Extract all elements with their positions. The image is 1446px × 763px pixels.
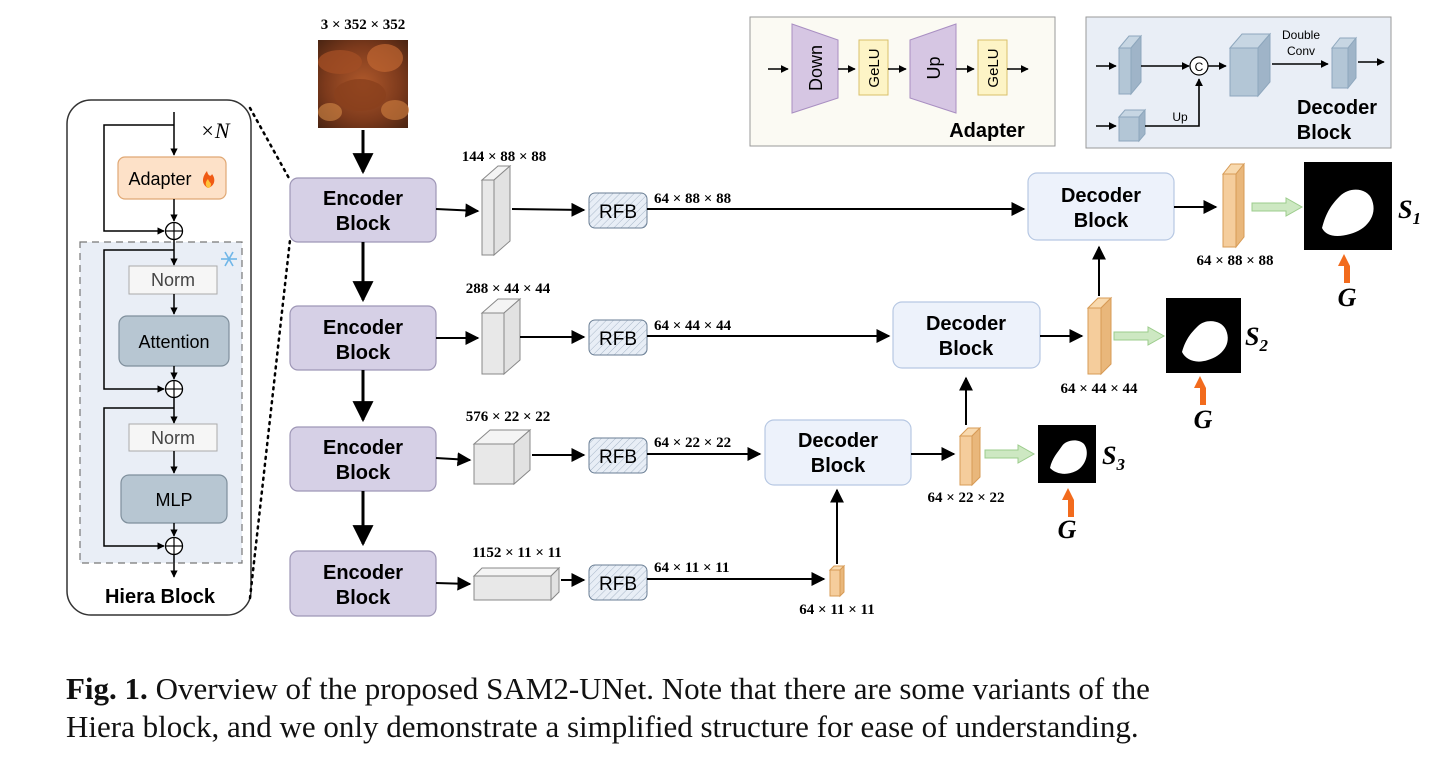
- gt-label-2: G: [1194, 405, 1213, 434]
- svg-text:Block: Block: [811, 455, 866, 477]
- bottom-feat-dims: 64 × 11 × 11: [799, 602, 874, 618]
- snowflake-icon: [221, 251, 237, 267]
- decoder-out-dims-3: 64 × 22 × 22: [927, 490, 1004, 506]
- decoder-block-1: Decoder Block: [1027, 172, 1175, 241]
- svg-text:Up: Up: [1172, 110, 1188, 124]
- bottom-feature: [828, 564, 846, 598]
- decoder-out-dims-2: 64 × 44 × 44: [1060, 381, 1138, 397]
- input-dims: 3 × 352 × 352: [321, 17, 406, 33]
- pred-label-2: S2: [1245, 322, 1268, 355]
- prediction-mask-2: [1166, 298, 1241, 373]
- flame-icon: [203, 171, 215, 188]
- mlp-label: MLP: [155, 490, 192, 510]
- caption-text-1: Overview of the proposed SAM2-UNet. Note…: [147, 671, 1150, 706]
- prediction-mask-3: [1038, 425, 1096, 483]
- decoder-output-1: [1221, 162, 1246, 249]
- gt-label-3: G: [1058, 515, 1077, 544]
- feature-map-2: [480, 297, 522, 376]
- rfb-out-3: 64 × 22 × 22: [654, 435, 731, 451]
- decoder-out-dims-1: 64 × 88 × 88: [1196, 253, 1273, 269]
- svg-text:Encoder: Encoder: [323, 437, 403, 459]
- decoder-block-3: Decoder Block: [764, 419, 912, 486]
- svg-text:Decoder: Decoder: [926, 313, 1006, 335]
- svg-text:Encoder: Encoder: [323, 317, 403, 339]
- svg-text:RFB: RFB: [599, 574, 637, 595]
- pred-label-1: S1: [1398, 195, 1421, 228]
- svg-text:Encoder: Encoder: [323, 562, 403, 584]
- hiera-block-panel: ×N Adapter Norm Attention Norm MLP: [66, 99, 252, 616]
- gt-label-1: G: [1338, 283, 1357, 312]
- svg-text:Block: Block: [1074, 210, 1129, 232]
- feat-dims-2: 288 × 44 × 44: [466, 281, 551, 297]
- encoder-block-3: Encoder Block: [289, 426, 437, 492]
- svg-text:Adapter: Adapter: [949, 120, 1025, 142]
- svg-text:Block: Block: [336, 342, 391, 364]
- svg-text:Block: Block: [336, 213, 391, 235]
- svg-text:Down: Down: [806, 45, 826, 91]
- gt-arrow-1: [1338, 254, 1350, 283]
- gt-arrow-2: [1194, 376, 1206, 405]
- adapter-legend: Down GeLU Up GeLU Adapter: [749, 16, 1056, 147]
- decoder-output-3: [958, 426, 982, 487]
- decoder-legend: C Double Conv Up Decoder Block: [1085, 16, 1392, 149]
- hiera-title: Hiera Block: [105, 586, 216, 608]
- attention-label: Attention: [138, 332, 209, 352]
- norm2-label: Norm: [151, 428, 195, 448]
- rfb-2: RFB: [588, 319, 648, 356]
- svg-text:Block: Block: [336, 462, 391, 484]
- rfb-3: RFB: [588, 437, 648, 474]
- pred-arrow-2: [1113, 326, 1166, 346]
- decoder-block-2: Decoder Block: [892, 301, 1041, 369]
- svg-text:Up: Up: [924, 56, 944, 79]
- caption-fig-label: Fig. 1.: [66, 671, 148, 706]
- svg-text:Decoder: Decoder: [1061, 185, 1141, 207]
- svg-text:Conv: Conv: [1287, 44, 1315, 58]
- rfb-4: RFB: [588, 564, 648, 601]
- rfb-out-1: 64 × 88 × 88: [654, 191, 731, 207]
- feature-map-3: [472, 428, 532, 486]
- svg-text:Decoder: Decoder: [798, 430, 878, 452]
- svg-text:RFB: RFB: [599, 202, 637, 223]
- rfb-out-4: 64 × 11 × 11: [654, 560, 729, 576]
- svg-text:GeLU: GeLU: [866, 48, 883, 87]
- svg-text:Decoder: Decoder: [1297, 97, 1377, 119]
- caption-line-1: Fig. 1. Overview of the proposed SAM2-UN…: [66, 670, 1436, 708]
- repeat-n: ×N: [200, 118, 231, 143]
- gt-arrow-3: [1062, 488, 1074, 517]
- pred-arrow-3: [984, 444, 1036, 464]
- svg-text:C: C: [1195, 60, 1204, 74]
- svg-text:Block: Block: [939, 338, 994, 360]
- decoder-output-2: [1086, 296, 1113, 376]
- rfb-out-2: 64 × 44 × 44: [654, 318, 732, 334]
- svg-text:RFB: RFB: [599, 329, 637, 350]
- prediction-mask-1: [1304, 162, 1392, 250]
- svg-text:RFB: RFB: [599, 447, 637, 468]
- feature-map-1: [480, 164, 512, 257]
- svg-text:Encoder: Encoder: [323, 188, 403, 210]
- svg-text:Double: Double: [1282, 28, 1320, 42]
- svg-text:GeLU: GeLU: [985, 48, 1002, 87]
- pred-arrow-1: [1251, 197, 1304, 217]
- feat-dims-4: 1152 × 11 × 11: [472, 545, 562, 561]
- svg-text:Block: Block: [336, 587, 391, 609]
- feat-dims-3: 576 × 22 × 22: [466, 409, 551, 425]
- feature-map-4: [472, 566, 561, 602]
- norm1-label: Norm: [151, 270, 195, 290]
- figure-caption: Fig. 1. Overview of the proposed SAM2-UN…: [66, 670, 1436, 746]
- svg-text:Block: Block: [1297, 122, 1352, 144]
- feat-dims-1: 144 × 88 × 88: [462, 149, 547, 165]
- rfb-1: RFB: [588, 192, 648, 229]
- pred-label-3: S3: [1102, 441, 1125, 474]
- adapter-label: Adapter: [128, 169, 191, 189]
- encoder-block-1: Encoder Block: [289, 177, 437, 243]
- encoder-block-4: Encoder Block: [289, 550, 437, 617]
- encoder-block-2: Encoder Block: [289, 305, 437, 371]
- caption-line-2: Hiera block, and we only demonstrate a s…: [66, 709, 1139, 744]
- input-image: [318, 40, 409, 128]
